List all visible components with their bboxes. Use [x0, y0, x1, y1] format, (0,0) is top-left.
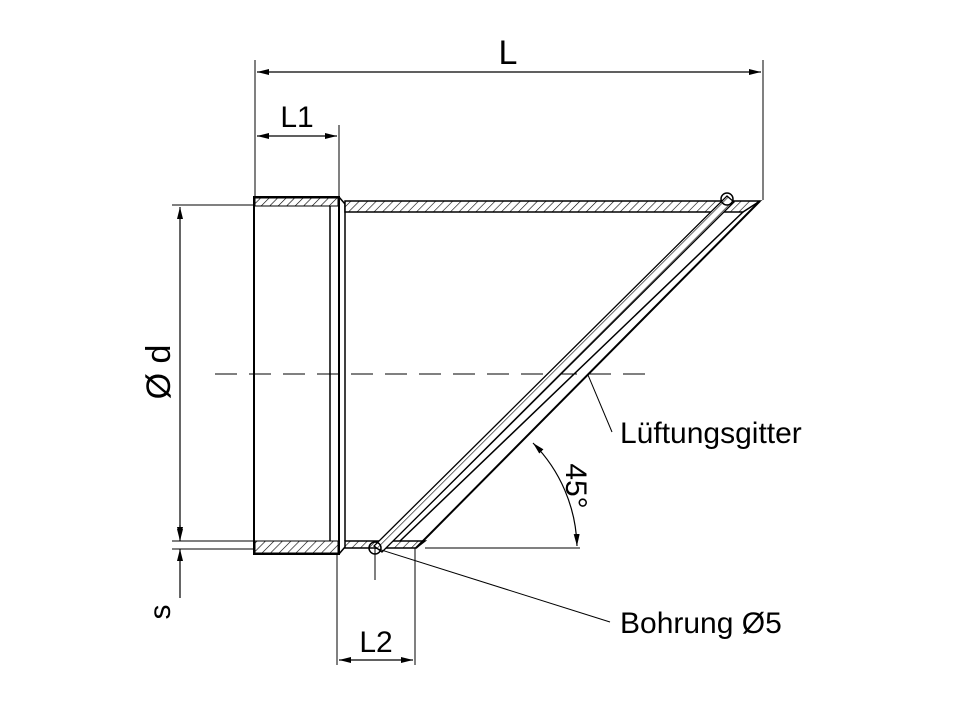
dim-label-d: Ø d [140, 345, 178, 400]
leader-hole: Bohrung Ø5 [374, 547, 782, 640]
grille-label: Lüftungsgitter [620, 417, 802, 450]
dimension-L1: L1 [257, 101, 340, 198]
leader-grille: Lüftungsgitter [587, 374, 802, 450]
ventilation-grille [373, 195, 735, 553]
dim-label-s: s [144, 605, 177, 620]
dimension-L2: L2 [336, 548, 416, 665]
pipe-body [253, 192, 763, 555]
hole-label: Bohrung Ø5 [620, 607, 782, 640]
dimension-angle: 45° [425, 442, 592, 549]
dimension-L: L [254, 34, 764, 200]
dim-label-L1: L1 [280, 101, 313, 134]
dimension-diameter-d: Ø d [140, 204, 340, 542]
dim-label-L2: L2 [359, 626, 392, 659]
dim-label-L: L [499, 34, 518, 72]
dimension-s: s [144, 525, 340, 620]
angle-label: 45° [559, 463, 592, 508]
